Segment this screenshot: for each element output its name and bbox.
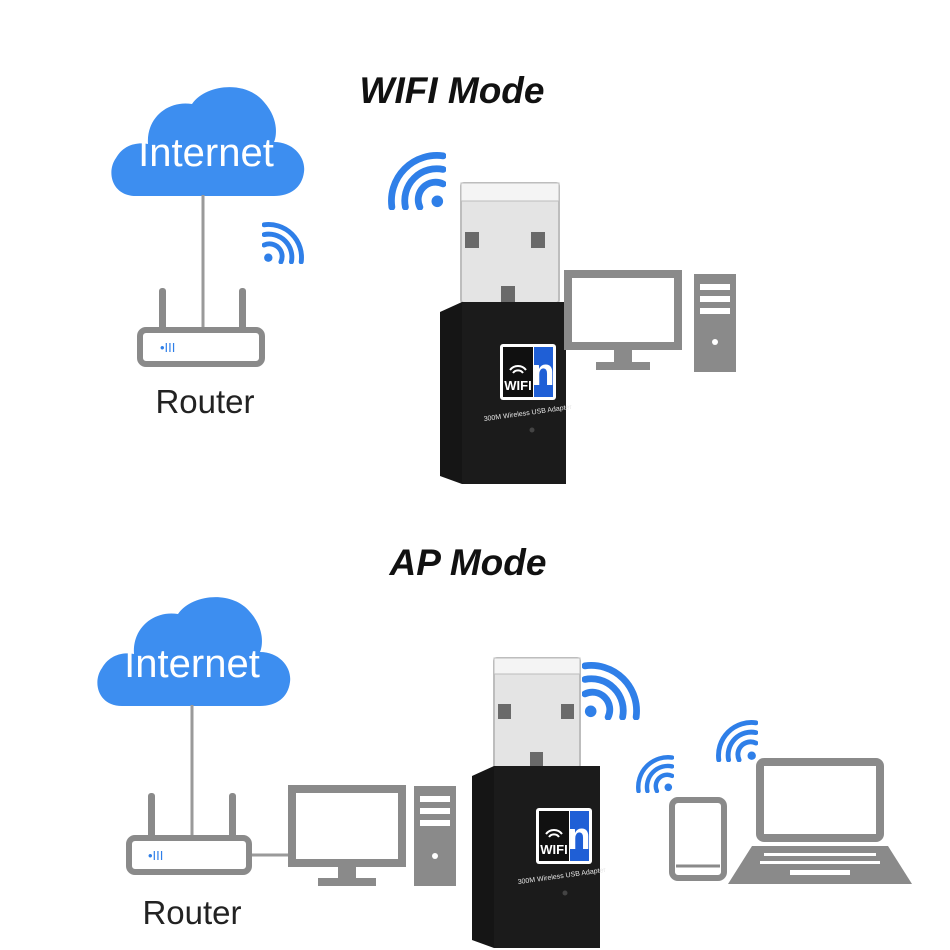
usb-wifi-adapter-icon: n WIFI 300M Wireless USB Adapter — [472, 657, 607, 948]
router-led-indicators: •III — [148, 848, 163, 863]
wifi-signal-icon — [391, 155, 443, 207]
internet-cloud-icon: Internet — [97, 597, 291, 706]
laptop-icon — [728, 758, 912, 884]
adapter-badge-wifi: WIFI — [504, 378, 531, 393]
desktop-computer-icon — [288, 785, 456, 886]
wifi-signal-icon — [585, 665, 637, 717]
adapter-badge-n: n — [567, 816, 590, 858]
internet-cloud-icon: Internet — [111, 87, 305, 196]
adapter-badge-n: n — [531, 352, 554, 394]
router-label: Router — [142, 894, 241, 931]
ap-mode-title: AP Mode — [389, 542, 547, 583]
router-led-indicators: •III — [160, 340, 175, 355]
wifi-mode-title: WIFI Mode — [360, 70, 545, 111]
wifi-signal-icon — [264, 224, 301, 261]
router-label: Router — [155, 383, 254, 420]
router-icon: •III — [137, 288, 265, 367]
wifi-signal-icon — [638, 757, 672, 791]
internet-cloud-label: Internet — [138, 131, 274, 175]
usb-wifi-adapter-icon: n WIFI 300M Wireless USB Adapter — [440, 182, 573, 484]
wifi-mode-section: WIFI Mode Internet •III Router — [111, 70, 736, 484]
router-icon: •III — [126, 793, 252, 875]
adapter-badge-wifi: WIFI — [540, 842, 567, 857]
wifi-signal-icon — [718, 722, 755, 759]
smartphone-icon — [669, 797, 727, 881]
desktop-computer-icon — [564, 270, 736, 372]
ap-mode-section: AP Mode Internet •III Router — [97, 542, 912, 948]
internet-cloud-label: Internet — [124, 642, 260, 686]
